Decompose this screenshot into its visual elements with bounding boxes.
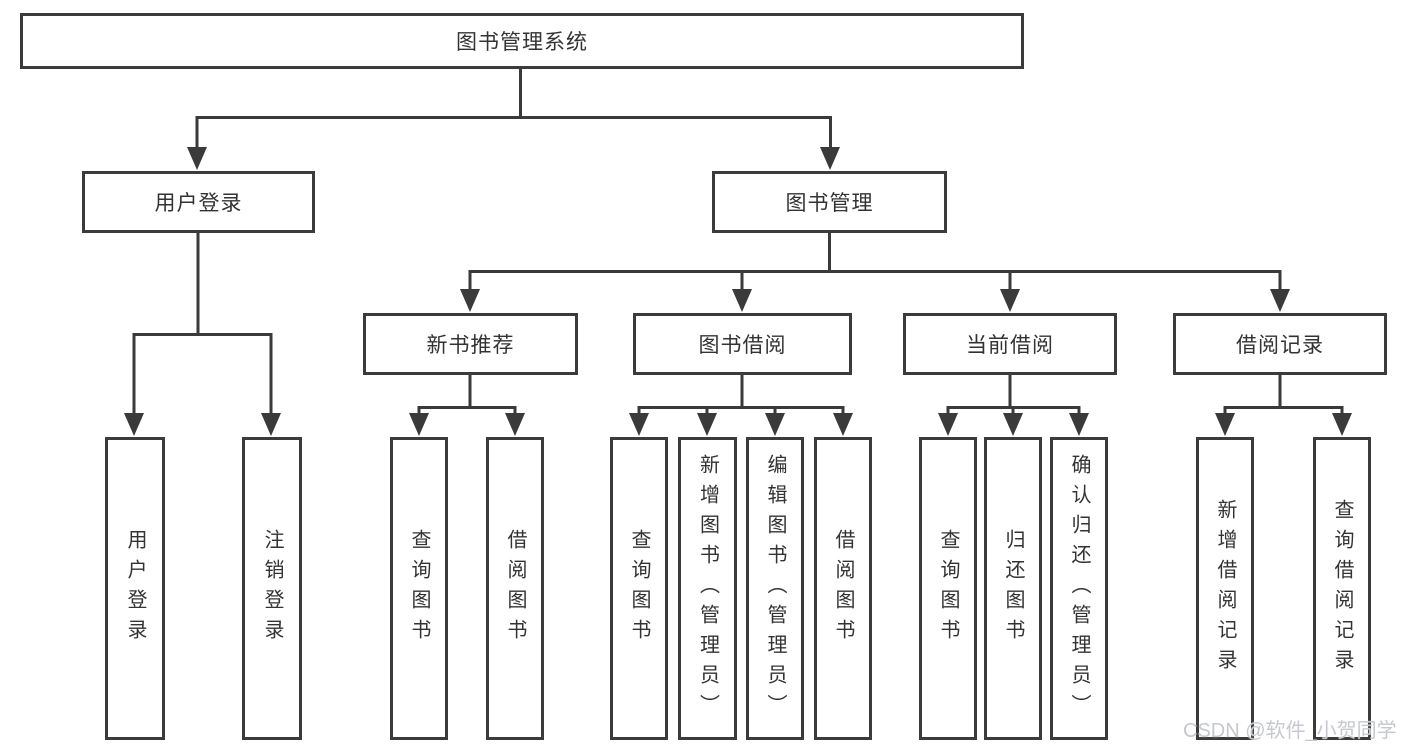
node-borrowing-records: 借阅记录 (1173, 313, 1387, 375)
node-label: 图书管理系统 (456, 31, 588, 54)
leaf-return-books: 归还图书 (984, 437, 1042, 740)
leaf-label: 新增借阅记录 (1214, 498, 1236, 679)
leaf-add-books-admin: 新增图书（管理员） (678, 437, 737, 740)
node-book-management: 图书管理 (712, 171, 947, 233)
leaf-label: 编辑图书（管理员） (764, 453, 786, 724)
leaf-label: 用户登录 (124, 528, 146, 649)
leaf-borrow-books: 借阅图书 (814, 437, 872, 740)
leaf-label: 查询图书 (628, 528, 650, 649)
leaf-label: 查询图书 (937, 528, 959, 649)
leaf-label: 归还图书 (1002, 528, 1024, 649)
node-label: 新书推荐 (426, 334, 515, 357)
leaf-edit-books-admin: 编辑图书（管理员） (746, 437, 804, 740)
leaf-logout: 注销登录 (242, 437, 302, 740)
node-label: 图书借阅 (698, 334, 787, 357)
node-label: 用户登录 (154, 192, 243, 215)
node-library-management-system: 图书管理系统 (20, 13, 1024, 69)
node-current-borrowing: 当前借阅 (903, 313, 1117, 375)
node-label: 图书管理 (785, 192, 874, 215)
leaf-label: 确认归还（管理员） (1068, 453, 1090, 724)
leaf-query-books-borrowing: 查询图书 (610, 437, 668, 740)
leaf-label: 新增图书（管理员） (696, 453, 719, 724)
leaf-confirm-return-admin: 确认归还（管理员） (1050, 437, 1108, 740)
leaf-label: 查询借阅记录 (1331, 498, 1353, 679)
node-label: 借阅记录 (1236, 334, 1324, 357)
leaf-user-login: 用户登录 (105, 437, 165, 740)
leaf-label: 注销登录 (261, 528, 283, 649)
leaf-query-borrow-record: 查询借阅记录 (1313, 437, 1371, 740)
arrowhead-icons (124, 147, 1352, 436)
node-book-borrowing: 图书借阅 (633, 313, 852, 375)
leaf-label: 借阅图书 (504, 528, 526, 649)
node-new-book-recommendation: 新书推荐 (363, 313, 578, 375)
leaf-query-books-recommend: 查询图书 (390, 437, 448, 740)
node-user-login: 用户登录 (82, 171, 315, 233)
leaf-label: 借阅图书 (832, 528, 854, 649)
leaf-borrow-books-recommend: 借阅图书 (486, 437, 544, 740)
leaf-label: 查询图书 (408, 528, 430, 649)
node-label: 当前借阅 (966, 334, 1054, 357)
leaf-add-borrow-record: 新增借阅记录 (1196, 437, 1254, 740)
csdn-watermark: CSDN @软件_小贺同学 (1183, 720, 1397, 742)
leaf-query-books-current: 查询图书 (919, 437, 977, 740)
